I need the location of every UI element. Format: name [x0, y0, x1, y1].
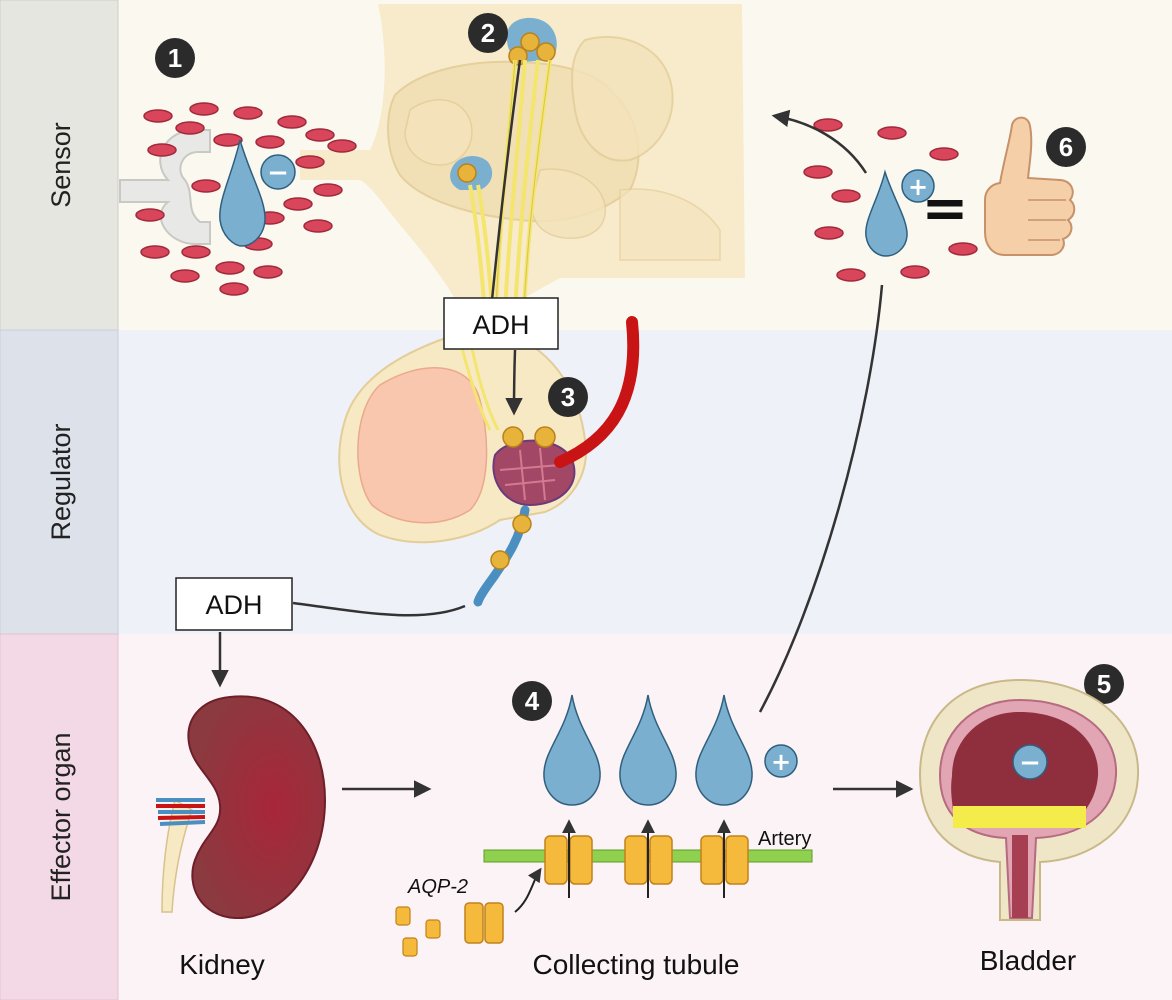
bladder-label: Bladder	[980, 945, 1077, 976]
adh-release-arrow	[490, 59, 520, 412]
step-1-badge: 1	[155, 38, 195, 78]
kidney-illustration	[156, 695, 327, 920]
tubule-water-drops	[543, 694, 753, 806]
artery-label: Artery	[758, 828, 811, 850]
tubule-plus-badge: +	[764, 744, 798, 778]
sensor-water-drop	[219, 139, 266, 247]
sensor-minus-badge: −	[260, 154, 296, 190]
kidney-label: Kidney	[179, 949, 265, 980]
regulator-label: Regulator	[46, 423, 76, 540]
feedback-arrow	[760, 116, 884, 713]
step-6-number: 6	[1059, 132, 1073, 162]
step-2-badge: 2	[468, 13, 508, 53]
thumbs-up-icon	[984, 116, 1076, 256]
bladder-minus-sign: −	[1019, 748, 1041, 778]
bladder-minus-badge: −	[1012, 744, 1048, 780]
regulator-band	[118, 330, 1172, 634]
step-5-number: 5	[1097, 669, 1111, 699]
feedback-blood-cells	[803, 118, 978, 282]
step-3-number: 3	[561, 382, 575, 412]
step-4-number: 4	[525, 686, 540, 716]
aqp2-vesicles	[395, 902, 504, 957]
sensor-label: Sensor	[46, 122, 76, 208]
adh-box-mid-label: ADH	[205, 590, 262, 620]
adh-box-mid: ADH	[175, 577, 293, 631]
effector-tab: Effector organ	[0, 633, 119, 1000]
aqp2-insertion-arrow	[514, 867, 542, 913]
effector-label: Effector organ	[46, 732, 76, 901]
brain-illustration	[300, 4, 745, 421]
sensor-minus-sign: −	[267, 158, 289, 188]
aquaporin-channels	[544, 835, 749, 885]
step-2-number: 2	[481, 18, 495, 48]
adh-box-top-label: ADH	[472, 310, 529, 340]
bladder-illustration	[918, 678, 1140, 921]
aqp2-label: AQP-2	[407, 876, 468, 898]
feedback-water-drop	[865, 169, 908, 257]
step-4-badge: 4	[512, 681, 552, 721]
step-3-badge: 3	[548, 377, 588, 417]
water-flow-arrows	[562, 819, 731, 898]
step-1-number: 1	[168, 43, 182, 73]
pituitary-illustration	[338, 316, 640, 607]
feedback-plus-sign: +	[908, 173, 928, 201]
regulator-tab: Regulator	[0, 329, 119, 635]
adh-box-top: ADH	[443, 297, 559, 350]
equals-sign: =	[922, 176, 969, 241]
step-6-badge: 6	[1046, 127, 1086, 167]
sensor-tab: Sensor	[0, 0, 119, 331]
adh-to-kidney-line	[292, 601, 466, 617]
feedback-plus-badge: +	[901, 169, 935, 203]
step-5-badge: 5	[1084, 664, 1124, 704]
collecting-tubule-label: Collecting tubule	[532, 949, 739, 980]
osmoreceptor	[119, 129, 211, 245]
tubule-plus-sign: +	[771, 748, 791, 776]
sensor-blood-cells	[135, 102, 357, 296]
